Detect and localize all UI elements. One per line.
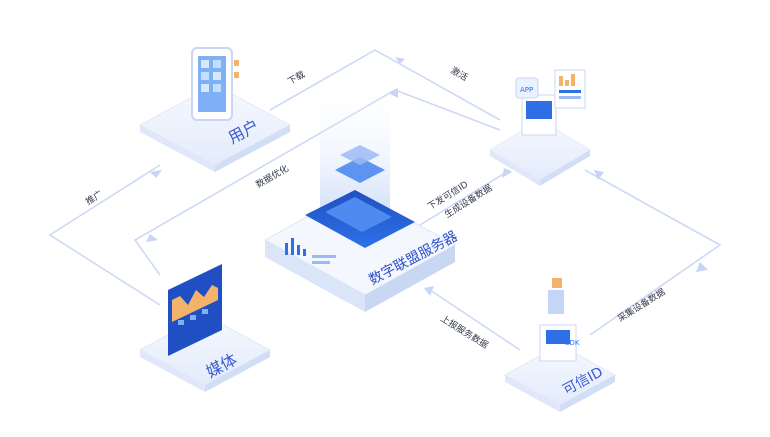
app-node: APP: [489, 69, 591, 186]
collect-line: [584, 169, 722, 336]
download-label: 下载: [286, 68, 308, 87]
server-bars-icon: [285, 238, 336, 264]
report-service-data-label: 上报服务数据: [438, 312, 490, 351]
sdk-badge: SDK: [565, 339, 580, 347]
data-optimize-line: [133, 89, 501, 276]
server-node: 数字联盟服务器: [263, 80, 460, 312]
arrowhead: [388, 88, 398, 98]
trusted-id-node: SDK 可信ID: [503, 278, 617, 412]
download-line: [269, 49, 501, 121]
arrowhead: [424, 286, 434, 296]
data-optimize-label: 数据优化: [254, 162, 291, 190]
arrowhead: [395, 57, 405, 64]
report-line: [429, 289, 521, 351]
app-badge: APP: [520, 86, 533, 94]
media-node: 媒体: [138, 264, 272, 392]
arrowhead: [146, 234, 158, 242]
arrowhead: [594, 170, 604, 180]
issue-line: [419, 169, 511, 226]
promote-label: 推广: [83, 188, 105, 208]
promote-line: [48, 164, 161, 306]
collect-device-data-label: 采集设备数据: [615, 286, 667, 325]
arrowhead: [150, 170, 162, 178]
phone-icon: [191, 47, 239, 121]
arrowhead: [502, 168, 512, 178]
activate-label: 激活: [449, 64, 471, 83]
connection-lines: [48, 49, 722, 351]
monitor-icon: [168, 264, 222, 356]
chart-card-icon: [554, 69, 586, 109]
user-node: 用户: [138, 47, 292, 172]
arrowhead: [696, 262, 708, 272]
